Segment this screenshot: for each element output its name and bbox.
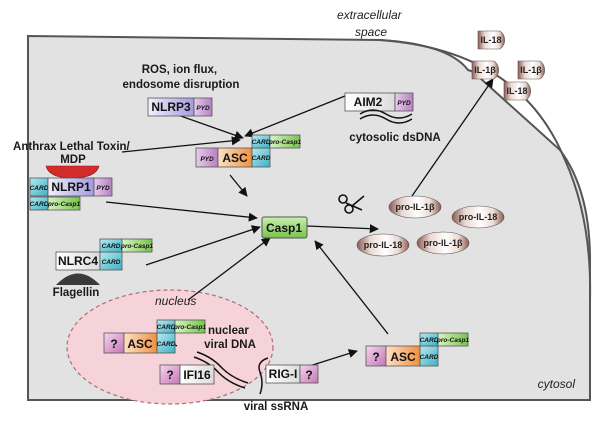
- il1b-mature: IL-1β: [471, 60, 499, 80]
- svg-text:CARD: CARD: [30, 201, 49, 208]
- pro-il18-oval: pro-IL-18: [356, 233, 410, 257]
- ros-stimulus-label: ROS, ion flux, endosome disruption: [123, 64, 240, 91]
- svg-text:ASC: ASC: [127, 337, 153, 351]
- nuclear-asc-complex: ? ASC CARD CARD pro-Casp1: [103, 319, 207, 354]
- pro-il18-oval: pro-IL-18: [451, 205, 505, 229]
- nlrc4-complex: NLRC4 CARD CARD pro-Casp1: [55, 238, 154, 271]
- nucleus-label: nucleus: [155, 294, 196, 308]
- svg-text:CARD: CARD: [252, 155, 271, 162]
- scissors-icon: [338, 194, 365, 214]
- pro-cytokines: pro-IL-1β pro-IL-18 pro-IL-18 pro-IL-1β: [356, 195, 505, 257]
- ifi16-label: IFI16: [183, 368, 211, 382]
- pro-il1b-oval: pro-IL-1β: [416, 231, 470, 255]
- svg-text:?: ?: [305, 368, 312, 382]
- il18-mature: IL-18: [477, 30, 505, 50]
- viral-ssrna-label: viral ssRNA: [244, 401, 309, 413]
- svg-text:IL-18: IL-18: [506, 86, 527, 96]
- svg-text:PYD: PYD: [200, 156, 214, 163]
- nuclear-dna-icon: [193, 351, 249, 389]
- pro-il1b-oval: pro-IL-1β: [388, 195, 442, 219]
- nlrp3-complex: NLRP3 PYD: [147, 97, 213, 117]
- svg-text:IL-1β: IL-1β: [520, 65, 542, 75]
- ifi16-complex: ? IFI16: [159, 364, 215, 385]
- nlrp1-label: NLRP1: [51, 180, 91, 194]
- svg-text:CARD: CARD: [102, 243, 121, 250]
- asc-label: ASC: [222, 151, 248, 165]
- flagellin-icon: [56, 273, 100, 285]
- dsdna-icon: [359, 109, 413, 124]
- nuclear-viral-dna-label: nuclear viral DNA: [204, 325, 256, 351]
- svg-text:CARD: CARD: [420, 354, 439, 361]
- svg-text:ASC: ASC: [390, 350, 416, 364]
- svg-text:CARD: CARD: [252, 139, 271, 146]
- svg-text:?: ?: [110, 337, 117, 351]
- svg-text:pro-Casp1: pro-Casp1: [47, 201, 81, 208]
- svg-text:IL-18: IL-18: [480, 35, 501, 45]
- asc-complex-center: PYD ASC CARD CARD pro-Casp1: [195, 134, 302, 168]
- extracellular-space-label: extracellular space: [337, 8, 405, 39]
- svg-text:?: ?: [372, 350, 379, 364]
- nlrp3-pyd-label: PYD: [196, 105, 210, 112]
- svg-text:CARD: CARD: [102, 259, 121, 266]
- aim2-label: AIM2: [354, 95, 383, 109]
- rigi-label: RIG-I: [269, 367, 298, 381]
- arrows: [105, 78, 494, 369]
- nlrc4-label: NLRC4: [58, 254, 98, 268]
- svg-text:CARD: CARD: [157, 324, 176, 331]
- anthrax-mdp-label: Anthrax Lethal Toxin/ MDP: [13, 141, 133, 166]
- svg-text:PYD: PYD: [96, 185, 110, 192]
- aim2-pyd-label: PYD: [397, 100, 411, 107]
- flagellin-label: Flagellin: [53, 287, 100, 299]
- ssrna-icon: [258, 357, 269, 395]
- svg-text:IL-1β: IL-1β: [474, 65, 496, 75]
- svg-text:pro-Casp1: pro-Casp1: [120, 243, 154, 250]
- svg-text:pro-Casp1: pro-Casp1: [436, 337, 470, 344]
- mature-cytokines: IL-18 IL-1β IL-1β IL-18: [471, 30, 545, 101]
- svg-text:pro-IL-1β: pro-IL-1β: [424, 238, 463, 248]
- il1b-mature: IL-1β: [517, 60, 545, 80]
- aim2-complex: AIM2 PYD: [344, 92, 414, 112]
- svg-text:pro-Casp1: pro-Casp1: [173, 324, 207, 331]
- casp1-label: Casp1: [266, 221, 302, 235]
- svg-text:CARD: CARD: [30, 185, 49, 192]
- svg-text:pro-IL-18: pro-IL-18: [364, 240, 403, 250]
- il18-mature: IL-18: [503, 81, 531, 101]
- rigi-asc-complex: ? ASC CARD CARD pro-Casp1: [365, 332, 470, 367]
- nlrp3-label: NLRP3: [151, 100, 191, 114]
- svg-text:pro-Casp1: pro-Casp1: [268, 139, 302, 146]
- casp1-box: Casp1: [261, 216, 308, 239]
- svg-text:CARD: CARD: [157, 341, 176, 348]
- cytosol-label: cytosol: [538, 377, 576, 391]
- cytosolic-dsdna-label: cytosolic dsDNA: [349, 132, 440, 144]
- svg-text:CARD: CARD: [420, 337, 439, 344]
- svg-text:pro-IL-18: pro-IL-18: [459, 212, 498, 222]
- nlrp1-complex: CARD NLRP1 PYD CARD pro-Casp1: [29, 177, 113, 211]
- svg-text:pro-IL-1β: pro-IL-1β: [396, 202, 435, 212]
- rigi-complex: RIG-I ?: [265, 364, 319, 384]
- svg-text:?: ?: [166, 368, 173, 382]
